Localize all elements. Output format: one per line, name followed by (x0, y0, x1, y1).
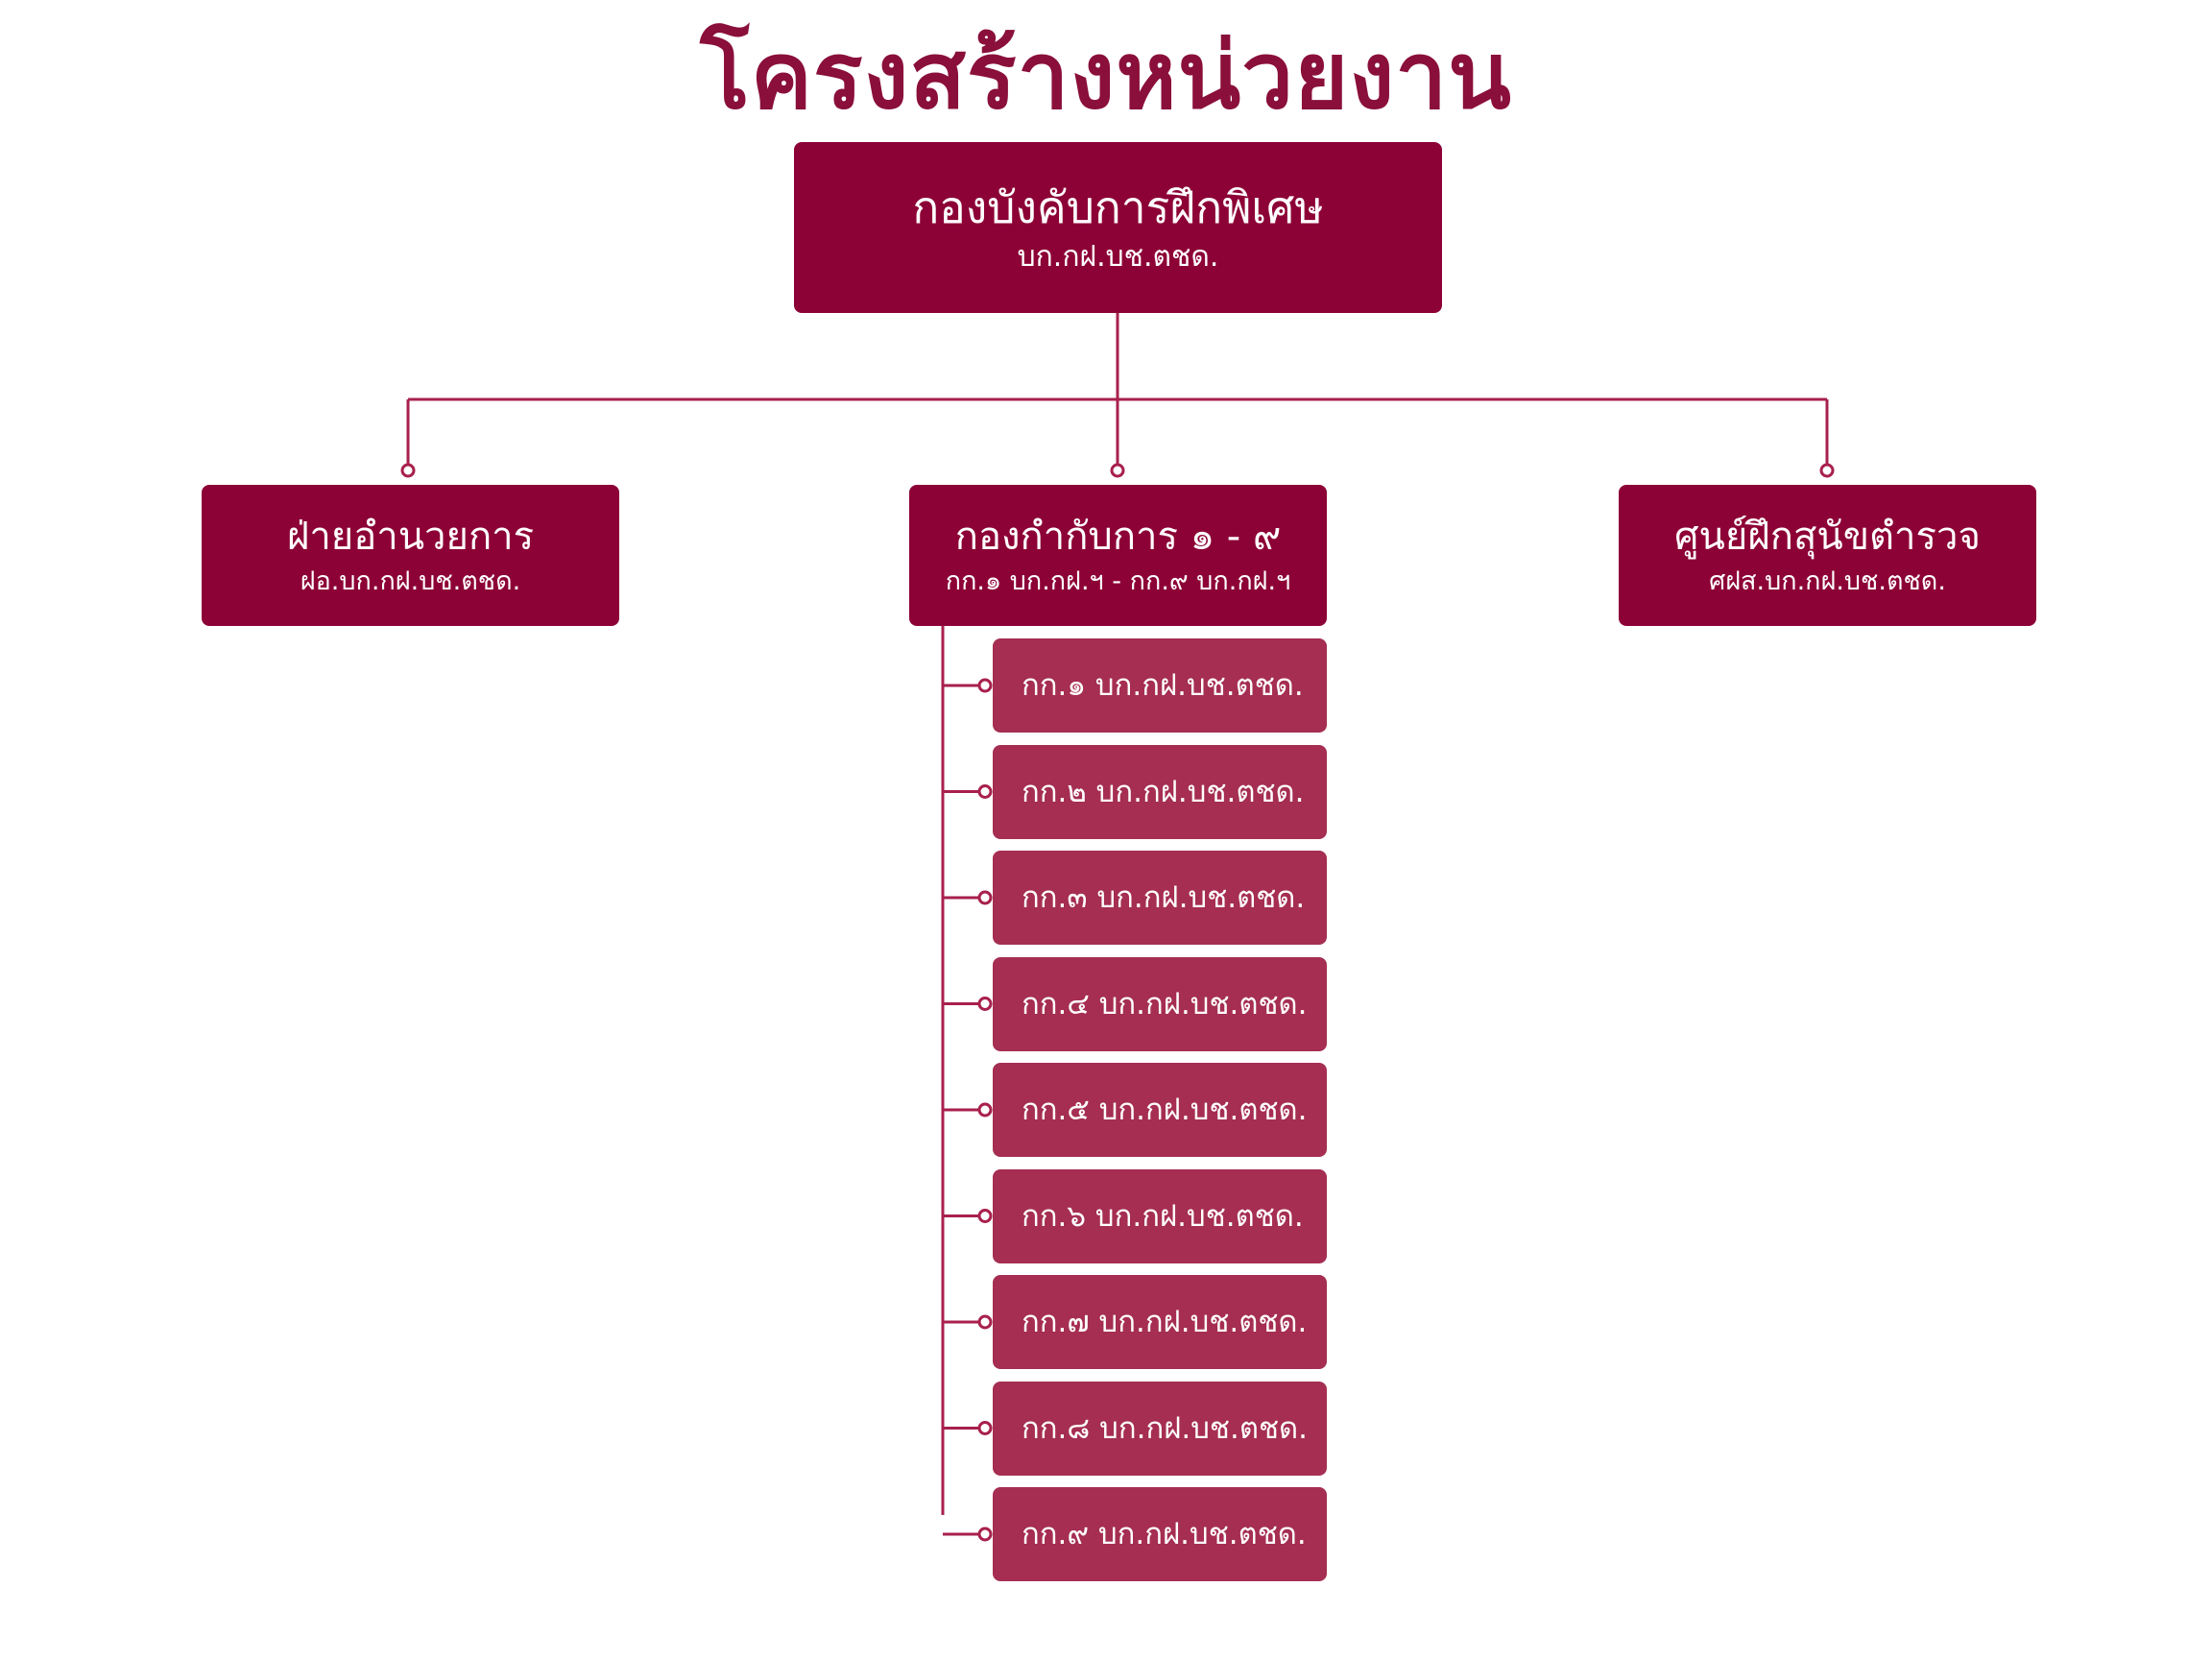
subunit-node-dot (977, 1314, 993, 1330)
subunit-label: กก.๒ บก.กฝ.บช.ตชด. (1022, 774, 1305, 809)
unit-code: กก.๑ บก.กฝ.ฯ - กก.๙ บก.กฝ.ฯ (945, 565, 1291, 596)
subunit-node-dot (977, 890, 993, 905)
subunit-box: กก.๓ บก.กฝ.บช.ตชด. (993, 851, 1327, 945)
subunit-label: กก.๗ บก.กฝ.บช.ตชด. (1022, 1305, 1308, 1339)
subunit-box: กก.๕ บก.กฝ.บช.ตชด. (993, 1063, 1327, 1157)
subunit-box: กก.๘ บก.กฝ.บช.ตชด. (993, 1381, 1327, 1476)
subunit-box: กก.๒ บก.กฝ.บช.ตชด. (993, 744, 1327, 839)
subunit-box: กก.๑ บก.กฝ.บช.ตชด. (993, 638, 1327, 733)
unit-name: ฝ่ายอำนวยการ (286, 514, 535, 559)
unit-name: กองกำกับการ ๑ - ๙ (954, 514, 1282, 559)
subunit-label: กก.๕ บก.กฝ.บช.ตชด. (1022, 1093, 1308, 1127)
subunit-box: กก.๗ บก.กฝ.บช.ตชด. (993, 1275, 1327, 1369)
node-dot-left (400, 463, 416, 478)
subunit-node-dot (977, 1209, 993, 1223)
subunit-node-dot (977, 1421, 993, 1435)
unit-box-dog-training: ศูนย์ฝึกสุนัขตำรวจ ศฝส.บก.กฝ.บช.ตชด. (1619, 485, 2036, 626)
node-dot-center (1110, 463, 1125, 478)
root-unit-code: บก.กฝ.บช.ตชด. (1017, 240, 1219, 274)
subunit-node-dot (977, 1102, 993, 1118)
root-unit-box: กองบังคับการฝึกพิเศษ บก.กฝ.บช.ตชด. (794, 142, 1442, 313)
subunit-node-dot (977, 1527, 993, 1542)
subunit-label: กก.๓ บก.กฝ.บช.ตชด. (1022, 880, 1306, 915)
subunit-label: กก.๑ บก.กฝ.บช.ตชด. (1022, 668, 1304, 703)
subunit-label: กก.๖ บก.กฝ.บช.ตชด. (1022, 1198, 1304, 1234)
root-unit-name: กองบังคับการฝึกพิเศษ (912, 181, 1324, 233)
page-title: โครงสร้างหน่วยงาน (700, 22, 1512, 130)
unit-name: ศูนย์ฝึกสุนัขตำรวจ (1674, 514, 1981, 559)
subunit-label: กก.๙ บก.กฝ.บช.ตชด. (1022, 1517, 1307, 1551)
subunit-label: กก.๔ บก.กฝ.บช.ตชด. (1022, 986, 1308, 1022)
subunit-box: กก.๖ บก.กฝ.บช.ตชด. (993, 1168, 1327, 1263)
unit-code: ฝอ.บก.กฝ.บช.ตชด. (300, 565, 521, 596)
subunit-box: กก.๔ บก.กฝ.บช.ตชด. (993, 956, 1327, 1051)
subunit-node-dot (977, 784, 993, 799)
unit-code: ศฝส.บก.กฝ.บช.ตชด. (1709, 565, 1946, 596)
subunit-label: กก.๘ บก.กฝ.บช.ตชด. (1022, 1410, 1308, 1446)
subunit-box: กก.๙ บก.กฝ.บช.ตชด. (993, 1487, 1327, 1581)
unit-box-divisions: กองกำกับการ ๑ - ๙ กก.๑ บก.กฝ.ฯ - กก.๙ บก… (909, 485, 1327, 626)
subunit-node-dot (977, 997, 993, 1011)
unit-box-administration: ฝ่ายอำนวยการ ฝอ.บก.กฝ.บช.ตชด. (202, 485, 619, 626)
subunit-node-dot (977, 678, 993, 693)
node-dot-right (1819, 463, 1835, 478)
